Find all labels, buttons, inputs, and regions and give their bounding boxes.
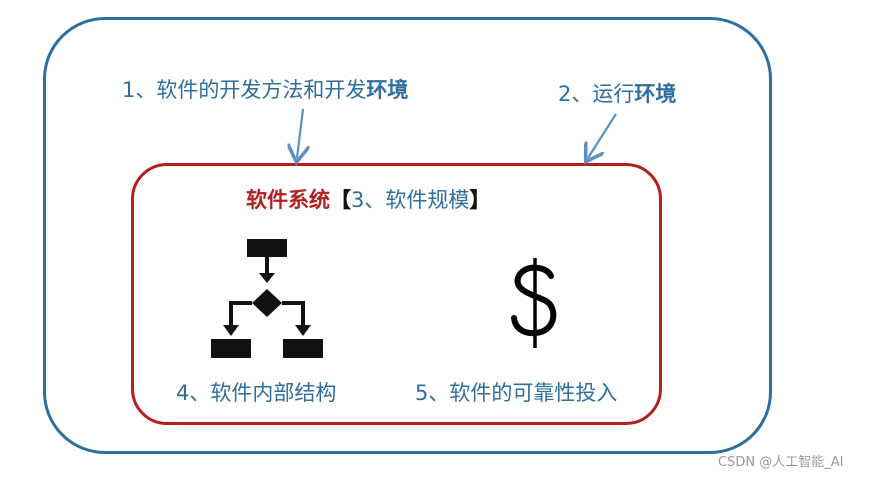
arrow-dev-to-system: [297, 108, 303, 158]
outer-environment-box: [43, 17, 772, 454]
dollar-icon: [511, 258, 557, 348]
flowchart-icon: [211, 239, 323, 358]
watermark: CSDN @人工智能_AI: [718, 455, 844, 470]
software-system-title: 软件系统【3、软件规模】: [246, 188, 491, 212]
internal-structure-label: 4、软件内部结构: [176, 381, 337, 405]
reliability-investment-label: 5、软件的可靠性投入: [415, 381, 618, 405]
dev-environment-label: 1、软件的开发方法和开发环境: [122, 78, 409, 102]
runtime-environment-label: 2、运行环境: [558, 82, 677, 106]
software-system-box: [131, 163, 662, 425]
arrow-runtime-to-system: [588, 113, 617, 158]
